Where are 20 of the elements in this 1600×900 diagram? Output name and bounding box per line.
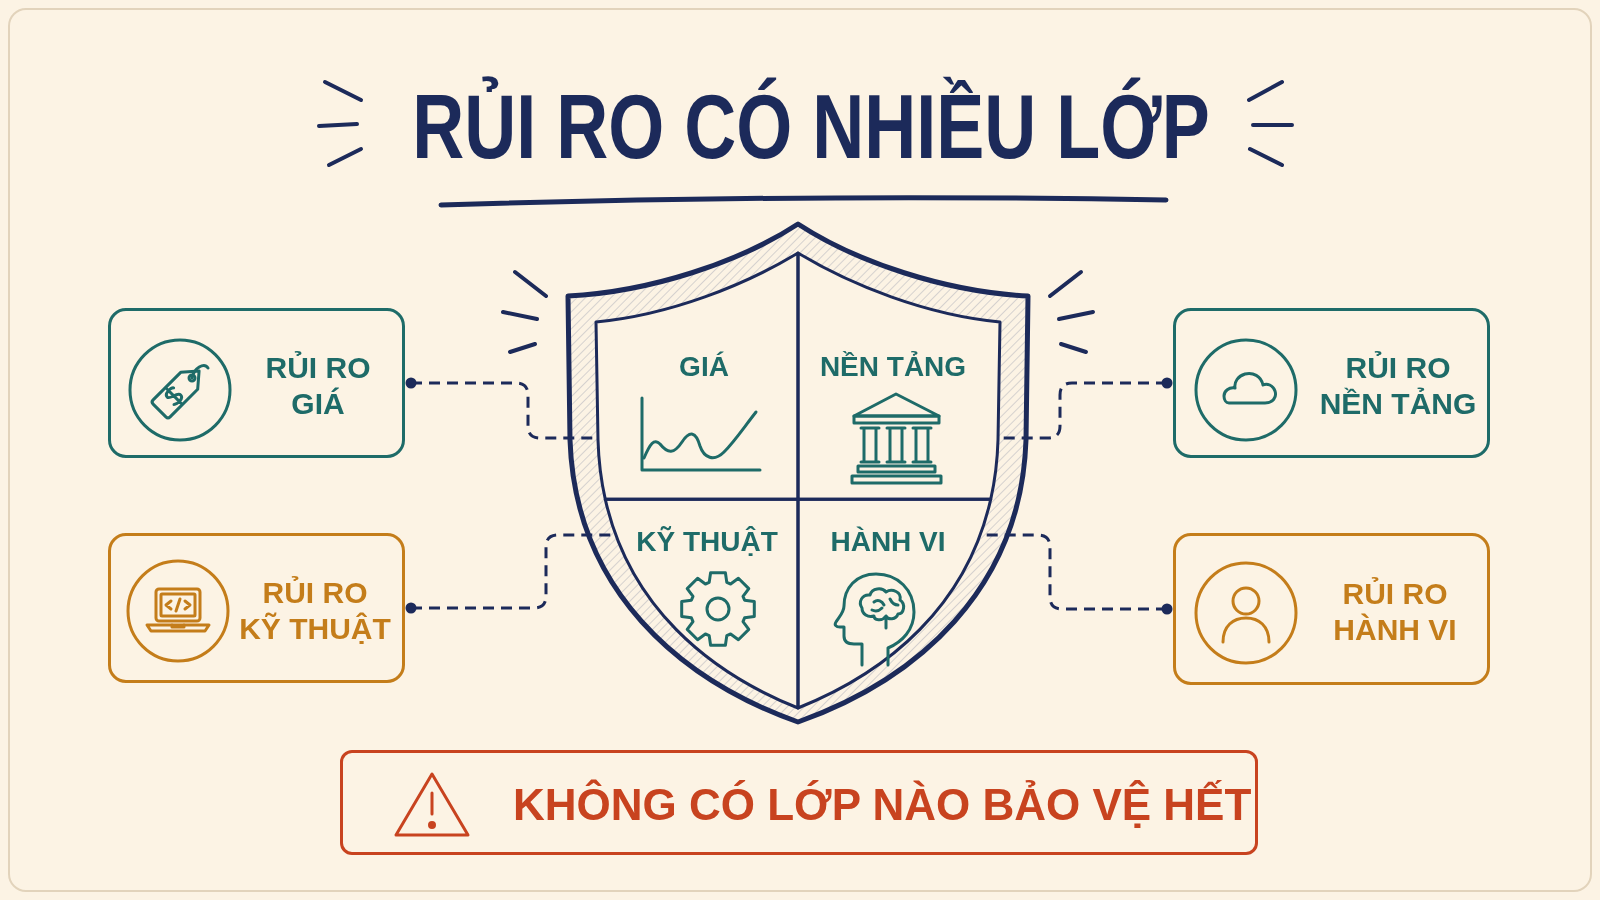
title: RỦI RO CÓ NHIỀU LỚP: [412, 75, 1210, 179]
risk-card: [1173, 533, 1490, 685]
shield-quadrant: [796, 251, 1002, 501]
risk-card: [108, 308, 405, 458]
quadrant-label: KỸ THUẬT: [636, 525, 778, 559]
shield-quadrant: [603, 497, 800, 710]
quadrant-label: HÀNH VI: [830, 525, 946, 559]
shield-quadrant: [594, 251, 800, 501]
quadrant-label: NỀN TẢNG: [819, 350, 967, 384]
card-label: RỦI RO HÀNH VI: [1332, 576, 1458, 648]
risk-card: [1173, 308, 1490, 458]
card-label: RỦI RO GIÁ: [264, 350, 372, 422]
warning-banner: [340, 750, 1258, 855]
risk-card: [108, 533, 405, 683]
shield: [564, 219, 1032, 727]
warning-text: KHÔNG CÓ LỚP NÀO BẢO VỆ HẾT: [513, 778, 1252, 831]
card-label: RỦI RO KỸ THUẬT: [238, 575, 392, 647]
quadrant-label: GIÁ: [679, 350, 729, 384]
shield-quadrant: [796, 497, 993, 710]
card-label: RỦI RO NỀN TẢNG: [1318, 350, 1478, 422]
